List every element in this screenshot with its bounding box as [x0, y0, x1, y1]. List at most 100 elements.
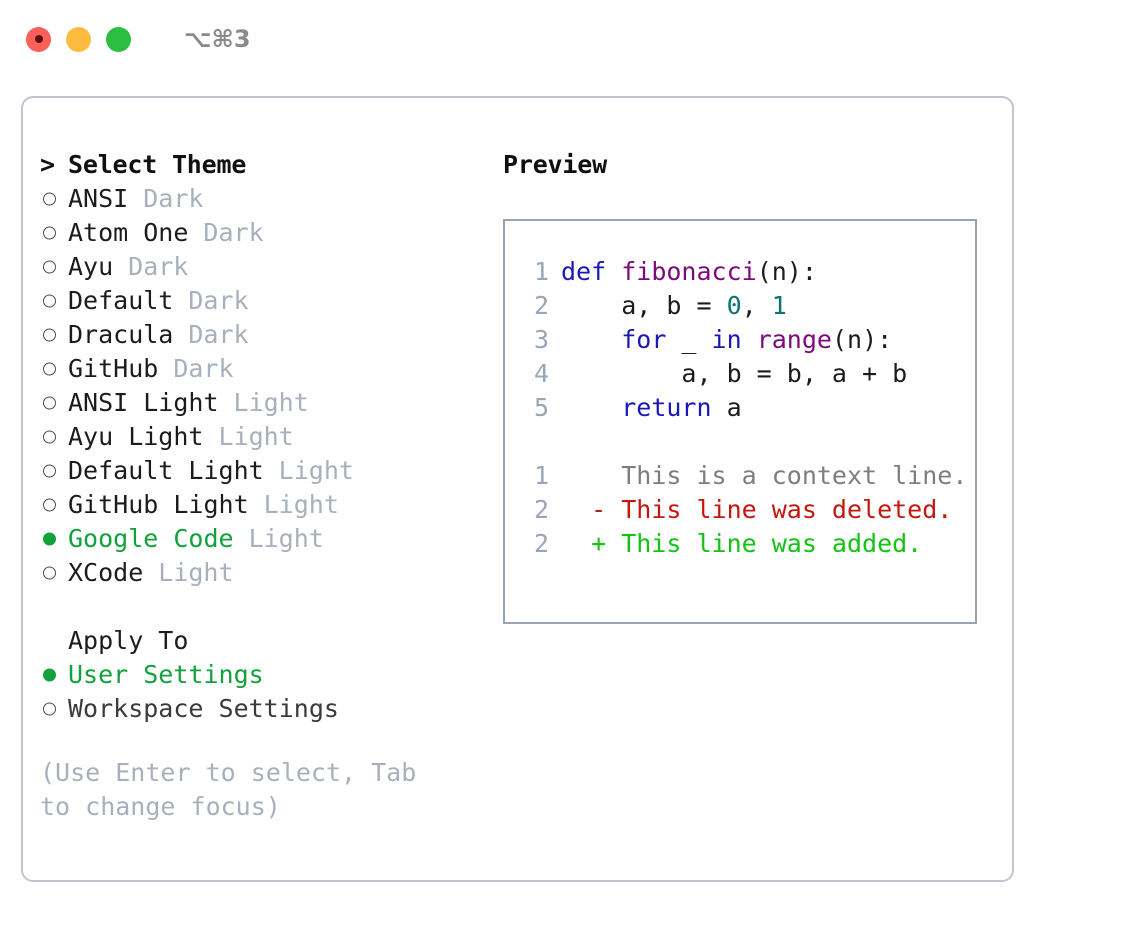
line-number: 2 — [533, 529, 549, 558]
theme-list-item[interactable]: Ayu Dark — [40, 250, 490, 284]
radio-unselected-icon[interactable] — [40, 556, 68, 590]
apply-to-option-label: Workspace Settings — [68, 694, 339, 723]
diff-marker: + — [561, 529, 607, 558]
code-token-pl: a — [711, 393, 742, 422]
code-token-pl: (n): — [831, 325, 893, 354]
radio-unselected-icon[interactable] — [40, 692, 68, 726]
apply-to-option-label: User Settings — [68, 660, 264, 689]
theme-list-item[interactable]: GitHub Dark — [40, 352, 490, 386]
line-number: 2 — [533, 291, 549, 320]
theme-variant-badge: Dark — [173, 354, 234, 383]
apply-to-heading: Apply To — [40, 624, 490, 658]
radio-unselected-icon[interactable] — [40, 182, 68, 216]
radio-unselected-icon[interactable] — [40, 352, 68, 386]
theme-list-item[interactable]: Google Code Light — [40, 522, 490, 556]
theme-variant-badge: Light — [158, 558, 234, 587]
code-diff-gap — [523, 425, 975, 459]
diff-text: This line was deleted. — [606, 495, 953, 524]
code-token-pl: a, b = b, a + b — [561, 359, 908, 388]
theme-list-item[interactable]: Dracula Dark — [40, 318, 490, 352]
theme-name: Dracula — [68, 320, 174, 349]
zoom-button[interactable] — [106, 26, 131, 52]
diff-line-context: 1 This is a context line. — [523, 459, 975, 493]
theme-name: XCode — [68, 558, 144, 587]
code-token-kw: return — [621, 393, 712, 422]
radio-selected-icon[interactable] — [40, 658, 68, 692]
preview-heading: Preview — [503, 150, 607, 179]
line-number: 2 — [533, 495, 549, 524]
code-line: 2 a, b = 0, 1 — [523, 289, 975, 323]
theme-name: Ayu Light — [68, 422, 204, 451]
minimize-button[interactable] — [66, 26, 91, 52]
theme-variant-badge: Light — [263, 490, 339, 519]
list-spacer — [40, 590, 490, 624]
radio-unselected-icon[interactable] — [40, 284, 68, 318]
line-number: 4 — [533, 359, 549, 388]
theme-list-item[interactable]: GitHub Light Light — [40, 488, 490, 522]
code-token-num: 1 — [771, 291, 787, 320]
code-token-pl: (n): — [756, 257, 817, 286]
radio-unselected-icon[interactable] — [40, 488, 68, 522]
apply-to-option[interactable]: User Settings — [40, 658, 490, 692]
code-token-pl: _ — [666, 325, 712, 354]
theme-variant-badge: Light — [233, 388, 309, 417]
line-number: 1 — [533, 461, 549, 490]
prompt-marker-icon: > — [40, 150, 55, 179]
radio-unselected-icon[interactable] — [40, 250, 68, 284]
theme-variant-badge: Dark — [188, 286, 249, 315]
code-token-pl — [742, 325, 757, 354]
code-token-pl — [561, 393, 621, 422]
theme-list-item[interactable]: XCode Light — [40, 556, 490, 590]
radio-unselected-icon[interactable] — [40, 420, 68, 454]
code-line: 4 a, b = b, a + b — [523, 357, 975, 391]
close-button[interactable] — [26, 26, 51, 52]
theme-name: ANSI — [68, 184, 129, 213]
keyboard-shortcut-label: ⌥⌘3 — [184, 25, 251, 53]
diff-line-added: 2 + This line was added. — [523, 527, 975, 561]
window-controls — [26, 26, 131, 52]
code-line: 3 for _ in range(n): — [523, 323, 975, 357]
code-token-pl: , — [741, 291, 772, 320]
apply-to-option[interactable]: Workspace Settings — [40, 692, 490, 726]
diff-marker: - — [561, 495, 607, 524]
diff-marker — [561, 461, 606, 490]
theme-variant-badge: Dark — [188, 320, 249, 349]
theme-name: GitHub — [68, 354, 159, 383]
radio-selected-icon[interactable] — [40, 522, 68, 556]
code-token-kw: for — [621, 325, 667, 354]
line-number: 5 — [533, 393, 549, 422]
diff-sample: 1 This is a context line.2 - This line w… — [523, 459, 975, 561]
diff-line-deleted: 2 - This line was deleted. — [523, 493, 975, 527]
code-token-kw: in — [711, 325, 742, 354]
theme-variant-badge: Light — [218, 422, 294, 451]
theme-variant-badge: Light — [248, 524, 324, 553]
code-token-fn: range — [756, 325, 832, 354]
radio-unselected-icon[interactable] — [40, 216, 68, 250]
theme-variant-badge: Light — [278, 456, 354, 485]
diff-text: This is a context line. — [606, 461, 968, 490]
theme-name: GitHub Light — [68, 490, 249, 519]
theme-name: Ayu — [68, 252, 114, 281]
theme-list-item[interactable]: Ayu Light Light — [40, 420, 490, 454]
select-theme-heading: > Select Theme — [40, 148, 490, 182]
radio-unselected-icon[interactable] — [40, 386, 68, 420]
code-token-fn: fibonacci — [621, 257, 757, 286]
code-line: 5 return a — [523, 391, 975, 425]
radio-unselected-icon[interactable] — [40, 318, 68, 352]
radio-unselected-icon[interactable] — [40, 454, 68, 488]
theme-variant-badge: Dark — [128, 252, 189, 281]
theme-name: Google Code — [68, 524, 234, 553]
